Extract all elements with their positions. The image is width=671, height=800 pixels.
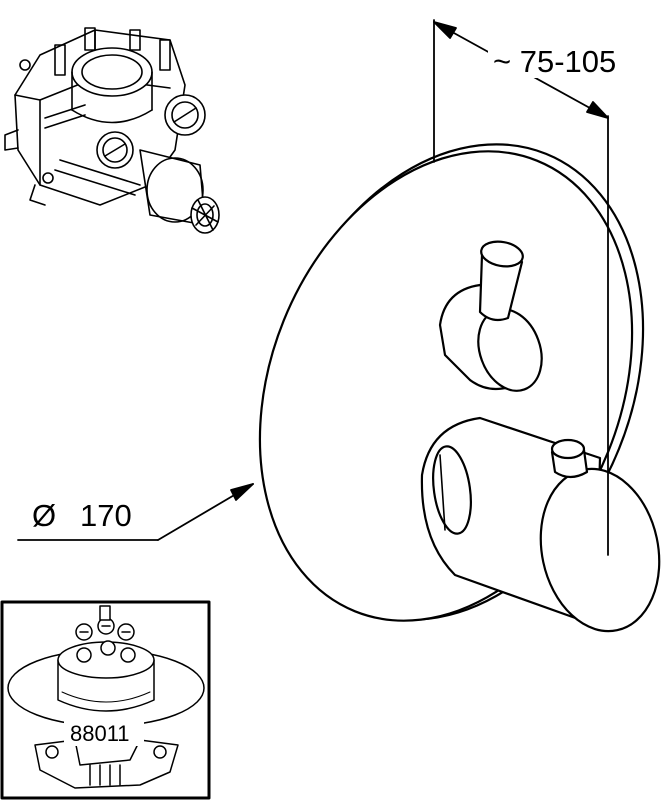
diameter-dimension [17,483,254,541]
mounting-kit-inset: 88011 [0,600,211,800]
depth-label-mask [488,40,648,78]
valve-body-illustration [4,27,220,234]
diameter-symbol: Ø [32,498,56,533]
diameter-value: 170 [80,498,132,533]
diverter-knob [438,240,543,392]
thermostat-handle [420,416,661,633]
part-number-mask [64,720,144,746]
depth-label: ~ 75-105 [493,44,616,79]
part-number: 88011 [70,721,130,746]
